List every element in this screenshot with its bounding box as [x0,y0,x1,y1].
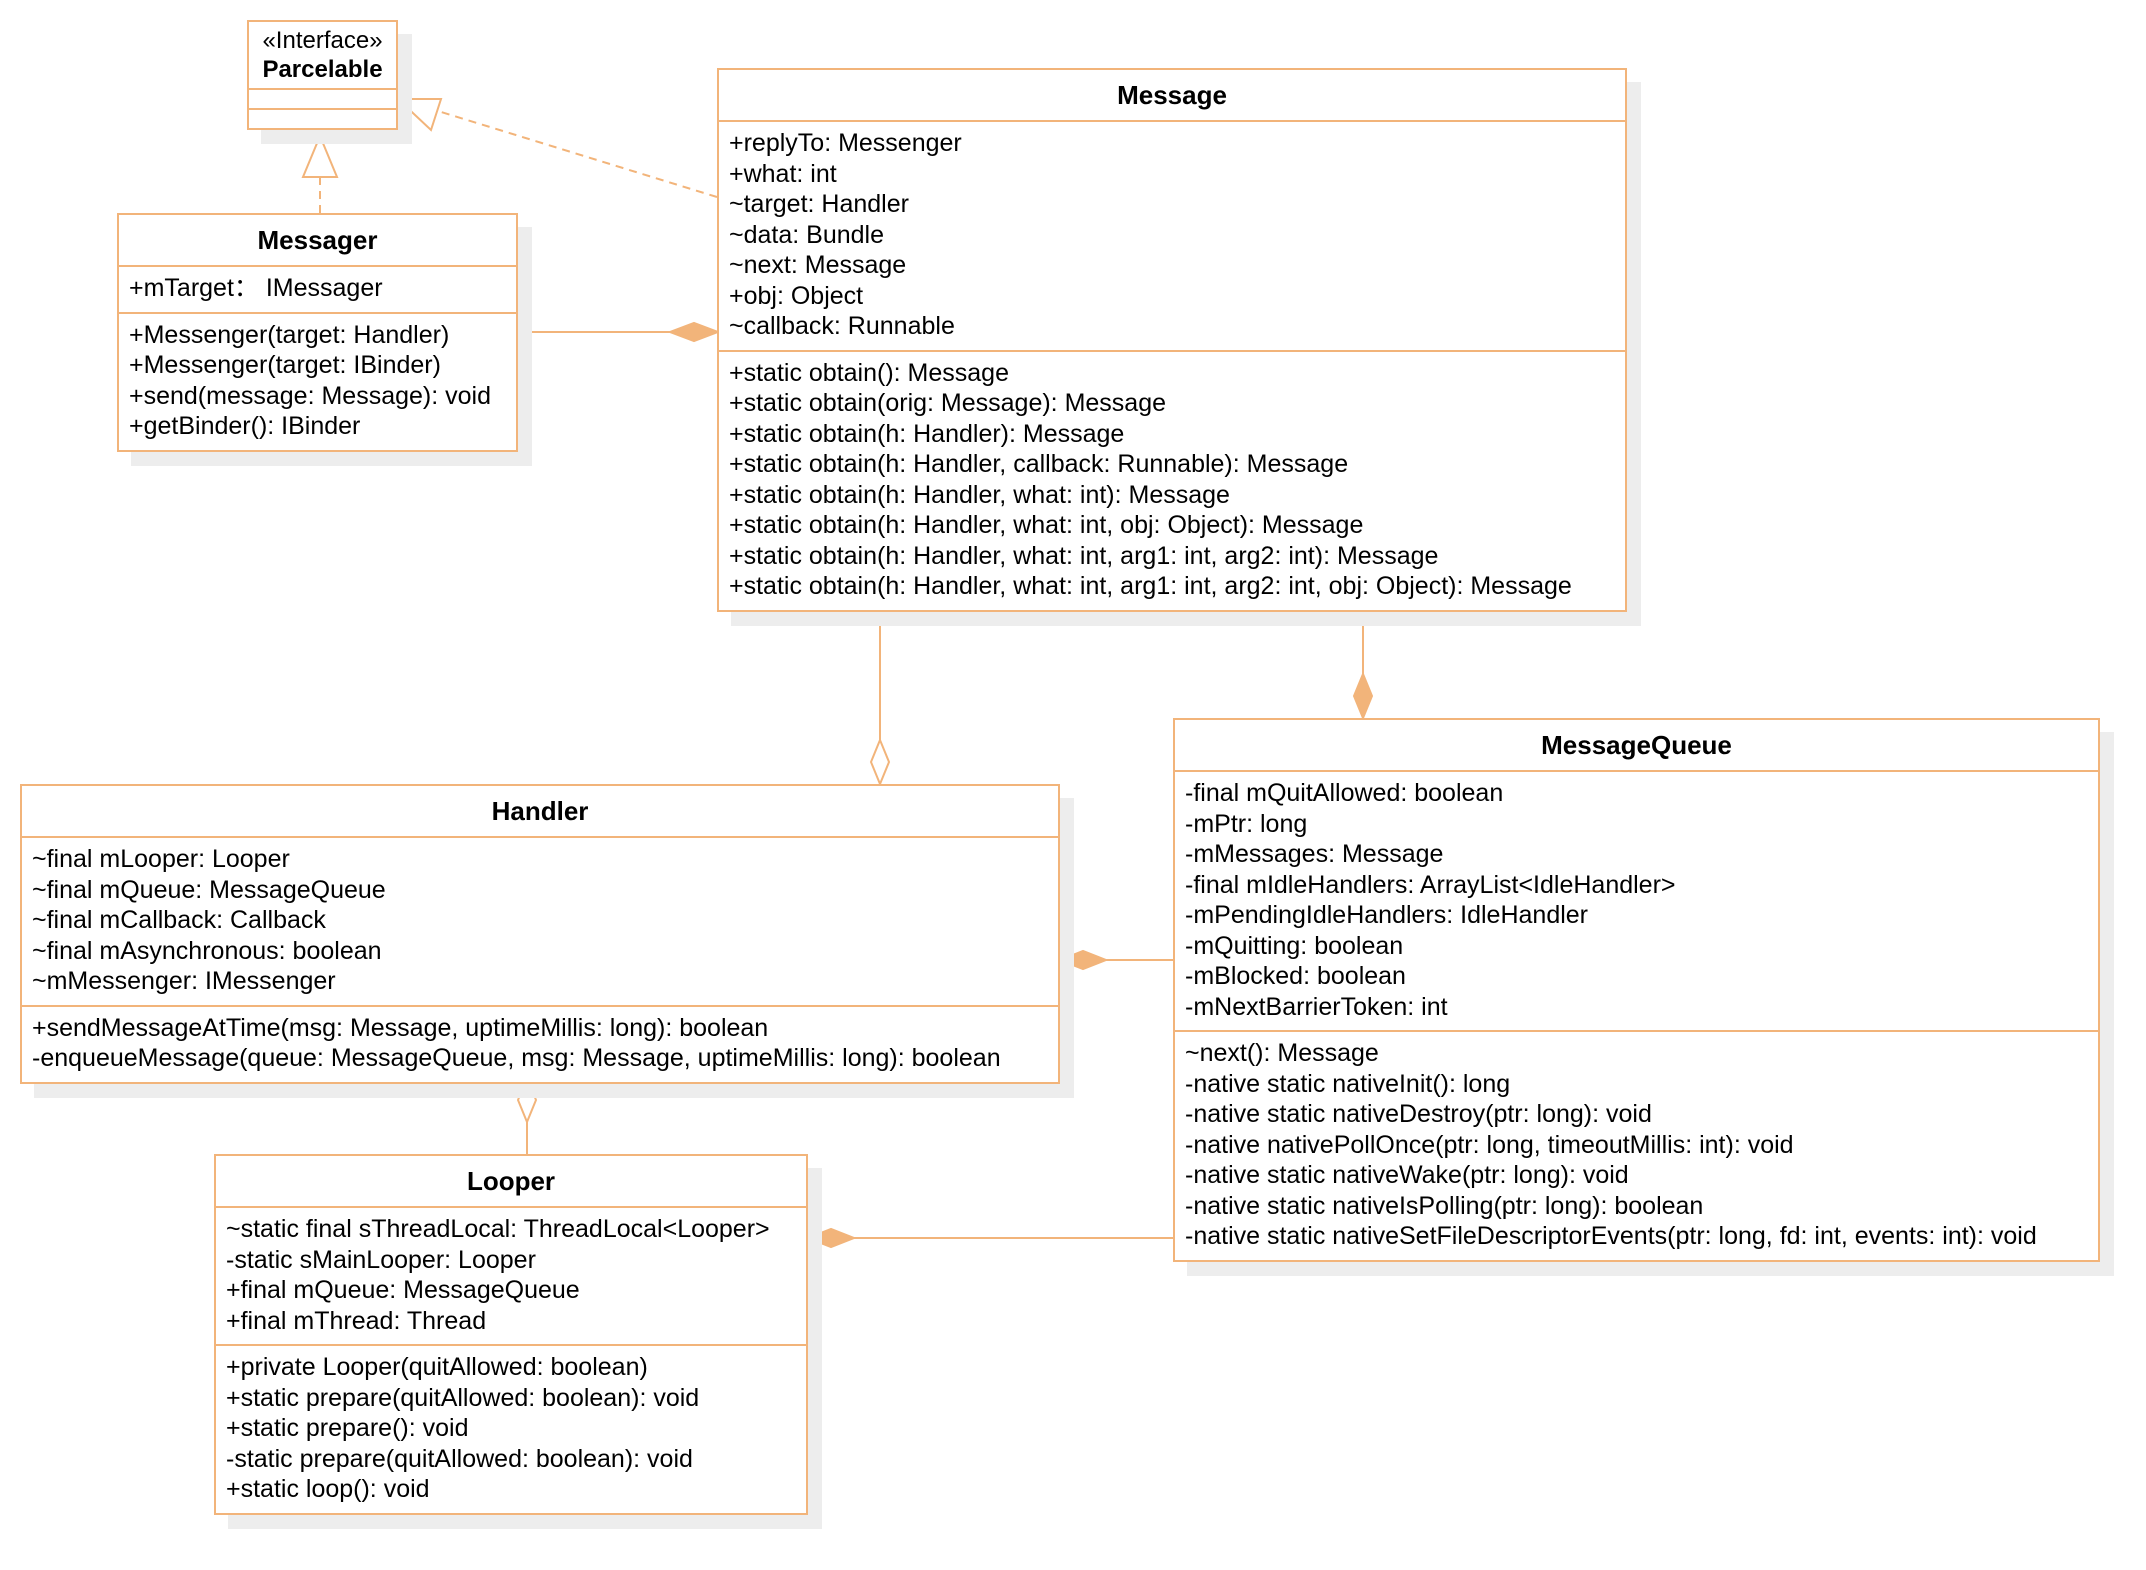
handler-attribute: ~final mCallback: Callback [32,906,326,934]
messagequeue-method: -native static nativeSetFileDescriptorEv… [1185,1222,2037,1250]
messager-method: +Messenger(target: IBinder) [129,351,441,379]
messager-attribute: +mTarget： IMessager [129,274,383,302]
handler-method: -enqueueMessage(queue: MessageQueue, msg… [32,1044,1001,1072]
messager-method: +Messenger(target: Handler) [129,320,450,349]
parcelable-attributes [249,90,396,110]
messagequeue-attribute: -mBlocked: boolean [1185,962,1406,990]
handler-method: +sendMessageAtTime(msg: Message, uptimeM… [32,1013,769,1042]
looper-method: +static prepare(): void [226,1414,469,1442]
messagequeue-methods: ~next(): Message -native static nativeIn… [1175,1032,2098,1260]
handler-attribute: ~mMessenger: IMessenger [32,967,336,995]
looper-methods: +private Looper(quitAllowed: boolean) +s… [216,1346,806,1513]
message-attribute: ~callback: Runnable [729,312,955,340]
parcelable-interface: «Interface» Parcelable [247,20,398,130]
messager-methods: +Messenger(target: Handler) +Messenger(t… [119,314,516,450]
messagequeue-attribute: -mPendingIdleHandlers: IdleHandler [1185,901,1589,929]
messagequeue-method: ~next(): Message [1185,1039,1379,1067]
messagequeue-class: MessageQueue -final mQuitAllowed: boolea… [1173,718,2100,1262]
looper-class: Looper ~static final sThreadLocal: Threa… [214,1154,808,1515]
messagequeue-method: -native static nativeInit(): long [1185,1069,1511,1098]
messagequeue-method: -native static nativeDestroy(ptr: long):… [1185,1100,1652,1128]
message-attribute: ~target: Handler [729,190,909,218]
looper-method: +private Looper(quitAllowed: boolean) [226,1353,648,1381]
messager-attributes: +mTarget： IMessager [119,267,516,314]
looper-attribute: +final mThread: Thread [226,1306,487,1335]
message-attribute: +obj: Object [729,281,864,310]
message-attributes: +replyTo: Messenger +what: int ~target: … [719,122,1625,352]
message-method: +static obtain(h: Handler, callback: Run… [729,450,1349,478]
looper-method: +static prepare(quitAllowed: boolean): v… [226,1383,700,1412]
messagequeue-class-name: MessageQueue [1175,720,2098,772]
message-attribute: +replyTo: Messenger [729,129,962,157]
composition-messagequeue-handler [1057,949,1173,971]
messager-method: +send(message: Message): void [129,381,491,410]
message-method: +static obtain(h: Handler, what: int): M… [729,480,1230,509]
looper-attribute: -static sMainLooper: Looper [226,1245,536,1274]
message-attribute: ~next: Message [729,251,907,279]
composition-message-messagequeue [1352,606,1374,721]
message-attribute: +what: int [729,159,837,188]
message-class-name: Message [719,70,1625,122]
message-attribute: ~data: Bundle [729,220,884,249]
message-methods: +static obtain(): Message +static obtain… [719,352,1625,610]
realization-message-parcelable [395,98,718,198]
looper-method: +static loop(): void [226,1475,430,1503]
composition-messager-message [518,321,721,343]
messagequeue-method: -native nativePollOnce(ptr: long, timeou… [1185,1130,1794,1159]
message-method: +static obtain(h: Handler, what: int, ob… [729,511,1364,539]
handler-attribute: ~final mLooper: Looper [32,845,290,873]
handler-attribute: ~final mQueue: MessageQueue [32,875,386,904]
messagequeue-attribute: -mQuitting: boolean [1185,931,1404,960]
looper-class-name: Looper [216,1156,806,1208]
messagequeue-attribute: -mNextBarrierToken: int [1185,992,1448,1021]
aggregation-message-handler [869,606,891,787]
messager-class: Messager +mTarget： IMessager +Messenger(… [117,213,518,452]
messagequeue-method: -native static nativeWake(ptr: long): vo… [1185,1161,1629,1189]
parcelable-methods [249,110,396,128]
messagequeue-attribute: -mPtr: long [1185,809,1308,838]
looper-attribute: +final mQueue: MessageQueue [226,1276,580,1304]
looper-attributes: ~static final sThreadLocal: ThreadLocal<… [216,1208,806,1346]
handler-attribute: ~final mAsynchronous: boolean [32,936,382,965]
messagequeue-attributes: -final mQuitAllowed: boolean -mPtr: long… [1175,772,2098,1032]
message-method: +static obtain(orig: Message): Message [729,389,1167,417]
message-method: +static obtain(h: Handler): Message [729,419,1125,448]
messagequeue-method: -native static nativeIsPolling(ptr: long… [1185,1191,1704,1220]
messager-method: +getBinder(): IBinder [129,412,361,440]
aggregation-handler-looper [516,1075,538,1154]
handler-class: Handler ~final mLooper: Looper ~final mQ… [20,784,1060,1084]
handler-methods: +sendMessageAtTime(msg: Message, uptimeM… [22,1007,1058,1082]
messager-class-name: Messager [119,215,516,267]
looper-method: -static prepare(quitAllowed: boolean): v… [226,1444,693,1473]
looper-attribute: ~static final sThreadLocal: ThreadLocal<… [226,1215,770,1243]
parcelable-name: Parcelable [262,56,383,83]
message-method: +static obtain(): Message [729,358,1009,387]
composition-messagequeue-looper [805,1227,1173,1249]
messagequeue-attribute: -final mIdleHandlers: ArrayList<IdleHand… [1185,870,1676,899]
parcelable-stereotype: «Interface» [262,27,383,54]
messagequeue-attribute: -mMessages: Message [1185,840,1444,868]
messagequeue-attribute: -final mQuitAllowed: boolean [1185,779,1504,807]
parcelable-header: «Interface» Parcelable [249,22,396,90]
message-method: +static obtain(h: Handler, what: int, ar… [729,572,1572,600]
message-class: Message +replyTo: Messenger +what: int ~… [717,68,1627,612]
realization-messager-parcelable [301,133,339,213]
handler-class-name: Handler [22,786,1058,838]
handler-attributes: ~final mLooper: Looper ~final mQueue: Me… [22,838,1058,1007]
message-method: +static obtain(h: Handler, what: int, ar… [729,541,1439,570]
